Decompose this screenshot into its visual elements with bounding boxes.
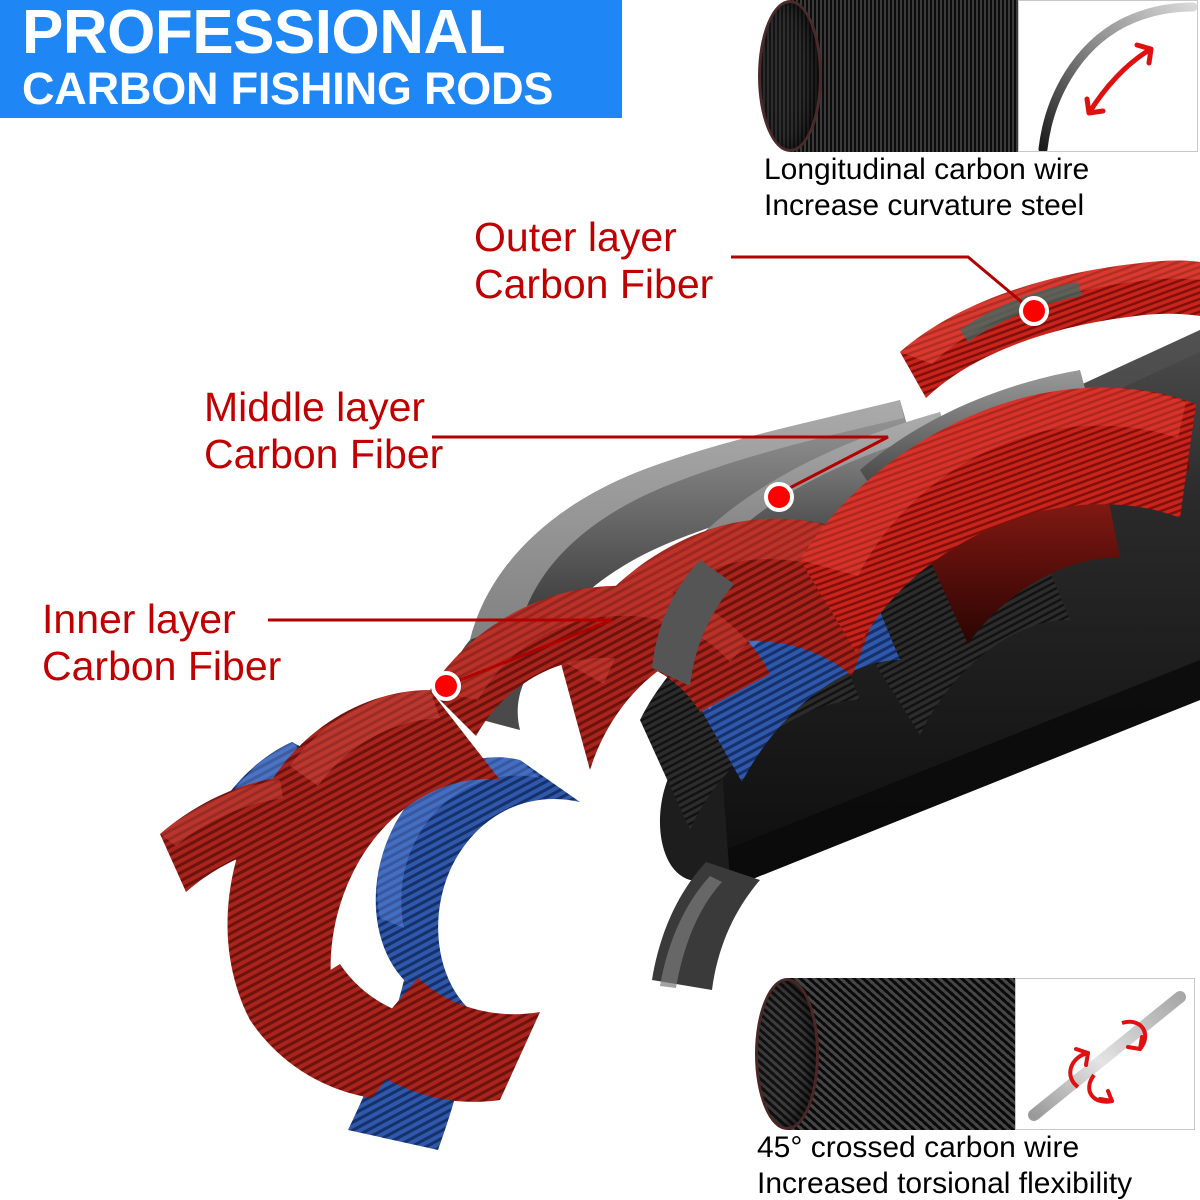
middle-gray-ribbon [449,370,1098,730]
annotation-outer-layer-line1: Outer layer [474,214,677,260]
marker-dots [431,296,1049,701]
inset-crossed-caption: 45° crossed carbon wire Increased torsio… [755,1130,1195,1200]
torsion-rod-diagram [1028,991,1186,1121]
inset-longitudinal-art [758,0,1198,154]
inset-crossed-art [755,978,1195,1130]
rod-core-tube [659,330,1200,900]
annotation-inner-layer-line1: Inner layer [42,596,236,642]
inset-longitudinal-carbon-wire: Longitudinal carbon wire Increase curvat… [758,0,1198,224]
bending-curve-diagram [1038,2,1198,154]
banner-title-line1: PROFESSIONAL [22,0,506,67]
annotation-outer-layer-line2: Carbon Fiber [474,261,714,307]
layer-edge-stack [652,560,760,990]
annotation-outer-layer: Outer layer Carbon Fiber [474,214,713,308]
inset-crossed-caption-line2: Increased torsional flexibility [757,1167,1133,1200]
inset-longitudinal-caption-line2: Increase curvature steel [764,189,1085,222]
inset-longitudinal-caption-line1: Longitudinal carbon wire [764,153,1090,186]
longitudinal-tube-body [790,0,1040,152]
annotation-middle-layer-line2: Carbon Fiber [204,431,444,477]
bending-diagram-panel [1018,0,1198,154]
torsion-diagram-panel [1015,978,1195,1130]
longitudinal-tube [758,0,1040,152]
crossed-tube-body [787,978,1037,1130]
annotation-inner-layer: Inner layer Carbon Fiber [42,596,281,690]
longitudinal-tube-end-cap [758,0,822,152]
crossed-tube [755,978,1037,1130]
inset-crossed-carbon-wire: 45° crossed carbon wire Increased torsio… [755,978,1195,1200]
core-black-wrap-layer [640,533,1070,830]
inset-crossed-caption-line1: 45° crossed carbon wire [757,1131,1080,1164]
inset-longitudinal-caption: Longitudinal carbon wire Increase curvat… [758,152,1198,224]
banner-title-line2: CARBON FISHING RODS [22,63,554,114]
inner-dark-red-ribbon [930,399,1190,644]
annotation-middle-layer: Middle layer Carbon Fiber [204,384,443,478]
annotation-inner-layer-line2: Carbon Fiber [42,643,282,689]
title-banner: PROFESSIONAL CARBON FISHING RODS [0,0,622,118]
annotation-middle-layer-line1: Middle layer [204,384,426,430]
crossed-tube-end-cap [755,978,819,1130]
